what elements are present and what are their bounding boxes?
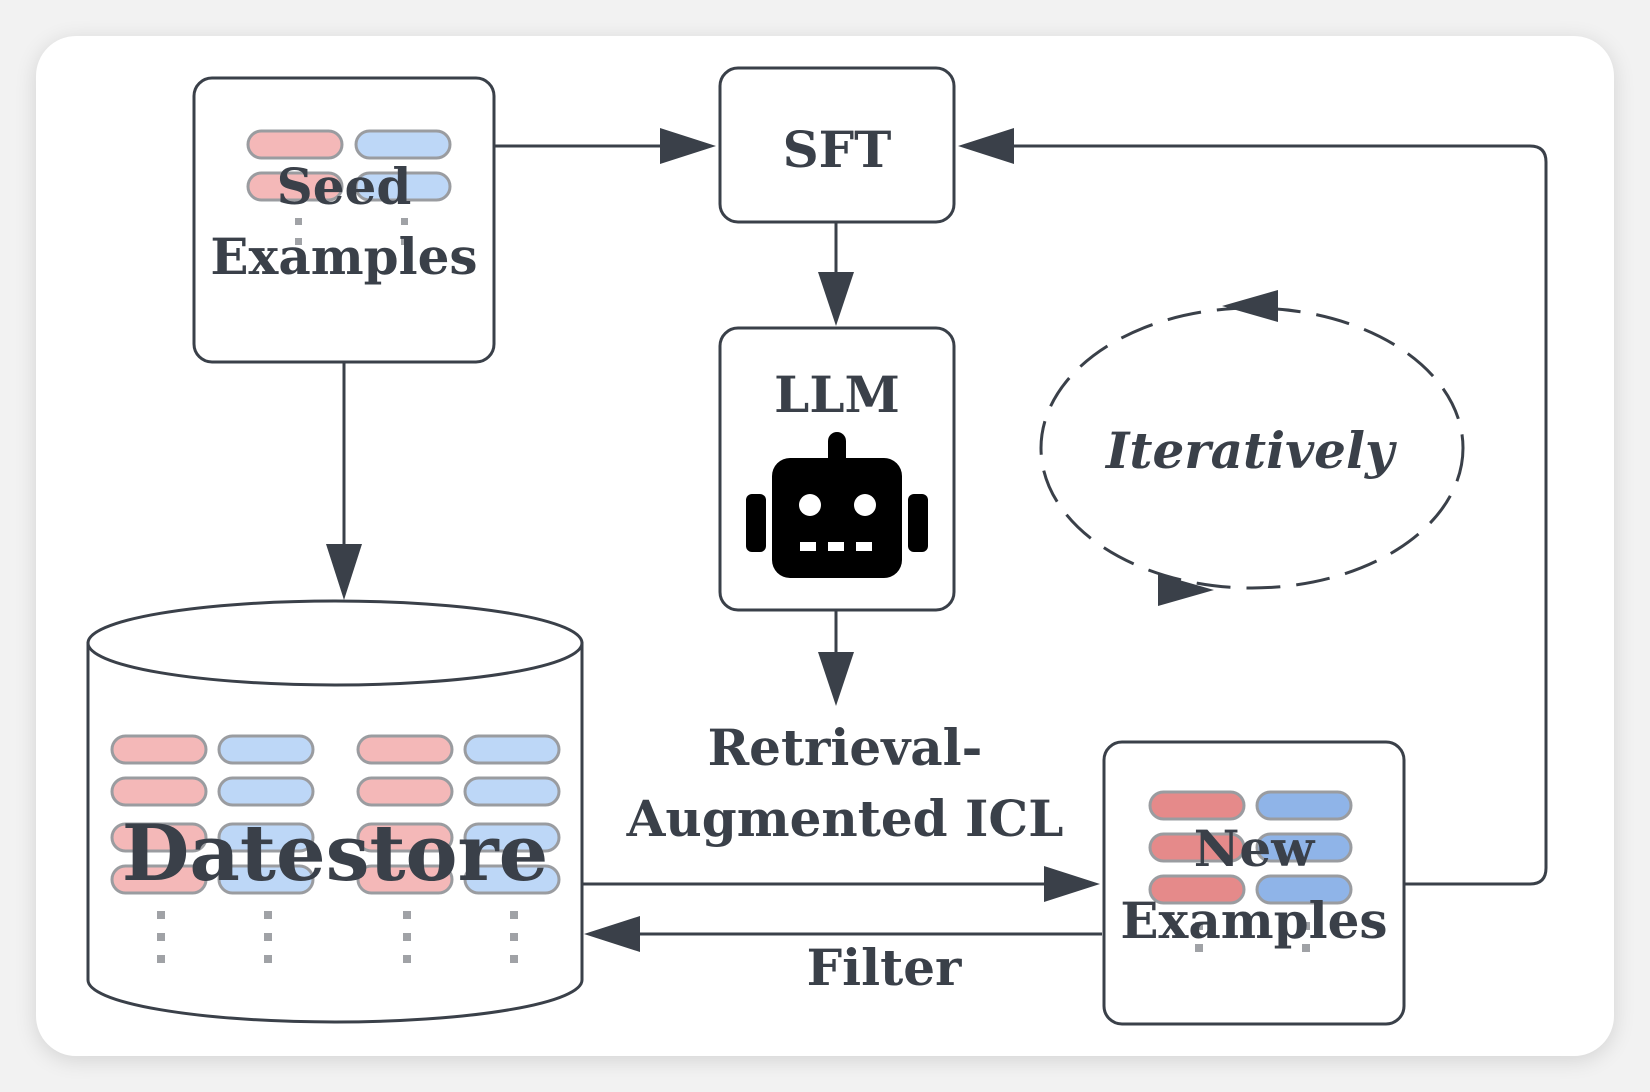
edge-sft-to-llm: [818, 222, 854, 326]
pill-blue: [463, 734, 561, 765]
ellipsis-dot: [295, 238, 302, 245]
loop-arrowhead-icon: [1222, 290, 1278, 322]
pill-blue: [217, 776, 315, 807]
ellipsis-dot: [510, 955, 518, 963]
arrowhead-icon: [584, 916, 640, 952]
ellipsis-dot: [403, 911, 411, 919]
seed-examples-label-line2: Examples: [210, 227, 477, 286]
datastore-top: [86, 599, 584, 687]
filter-label: Filter: [807, 938, 962, 997]
node-datastore[interactable]: Datestore: [86, 599, 584, 1024]
arrowhead-icon: [818, 652, 854, 706]
pill-blue: [217, 734, 315, 765]
ellipsis-dot: [157, 911, 165, 919]
ellipsis-dot: [1302, 922, 1310, 930]
iteratively-label: Iteratively: [1104, 421, 1397, 480]
pill-blue: [354, 129, 452, 160]
pill-red: [356, 864, 454, 895]
edge-seed-to-datastore: [326, 362, 362, 600]
pill-blue: [463, 776, 561, 807]
retrieval-label-line1: Retrieval-: [708, 718, 983, 777]
edge-seed-to-sft: [494, 128, 716, 164]
node-llm[interactable]: LLM: [718, 326, 956, 612]
pill-red: [110, 822, 208, 853]
ellipsis-dot: [403, 933, 411, 941]
arrowhead-icon: [1044, 866, 1100, 902]
seed-pills: [246, 129, 452, 245]
arrowhead-icon: [958, 128, 1014, 164]
pill-blue: [463, 822, 561, 853]
ellipsis-dot: [403, 955, 411, 963]
datastore-pills: [110, 734, 561, 963]
ellipsis-dot: [1302, 944, 1310, 952]
pill-red: [246, 129, 344, 160]
pill-blue: [463, 864, 561, 895]
pill-red: [246, 171, 344, 202]
edge-new-examples-filter-to-datastore: [584, 916, 1102, 952]
ellipsis-dot: [510, 911, 518, 919]
arrowhead-icon: [818, 272, 854, 326]
retrieval-label-line2: Augmented ICL: [626, 789, 1064, 848]
pill-blue: [1255, 832, 1353, 863]
pill-red: [1148, 832, 1246, 863]
pill-blue: [1255, 790, 1353, 821]
ellipsis-dot: [401, 218, 408, 225]
ellipsis-dot: [295, 218, 302, 225]
ellipsis-dot: [157, 955, 165, 963]
ellipsis-dot: [401, 238, 408, 245]
new-examples-label-line1: New: [1194, 819, 1317, 878]
pill-red: [110, 776, 208, 807]
node-sft[interactable]: SFT: [718, 66, 956, 224]
arrowhead-icon: [660, 128, 716, 164]
new-examples-label-line2: Examples: [1120, 891, 1387, 950]
ellipsis-dot: [264, 955, 272, 963]
node-seed-examples[interactable]: Seed Examples: [192, 76, 496, 364]
sft-label: SFT: [783, 120, 892, 179]
pill-red: [356, 734, 454, 765]
pill-blue: [217, 864, 315, 895]
edge-new-examples-to-sft-loop: [958, 128, 1548, 886]
loop-arrowhead-icon: [1158, 574, 1214, 606]
pill-blue: [354, 171, 452, 202]
llm-label: LLM: [774, 365, 900, 424]
robot-icon: [746, 432, 928, 578]
datastore-label: Datestore: [122, 808, 549, 899]
ellipsis-dot: [1195, 944, 1203, 952]
pill-red: [110, 864, 208, 895]
iteratively-loop: Iteratively: [1039, 290, 1465, 606]
node-new-examples[interactable]: New Examples: [1102, 740, 1406, 1026]
seed-examples-label-line1: Seed: [277, 157, 412, 216]
pill-red: [356, 776, 454, 807]
pill-red: [110, 734, 208, 765]
new-examples-pills: [1148, 790, 1353, 952]
ellipsis-dot: [510, 933, 518, 941]
pill-red: [1148, 874, 1246, 905]
pill-red: [356, 822, 454, 853]
ellipsis-dot: [264, 911, 272, 919]
pill-blue: [217, 822, 315, 853]
ellipsis-dot: [1195, 922, 1203, 930]
ellipsis-dot: [157, 933, 165, 941]
ellipsis-dot: [264, 933, 272, 941]
pill-blue: [1255, 874, 1353, 905]
arrowhead-icon: [326, 544, 362, 600]
pill-red: [1148, 790, 1246, 821]
retrieval-augmented-icl-label: Retrieval- Augmented ICL: [626, 718, 1064, 848]
edge-llm-to-retrieval: [818, 610, 854, 706]
edge-datastore-to-new-examples: [582, 866, 1100, 902]
